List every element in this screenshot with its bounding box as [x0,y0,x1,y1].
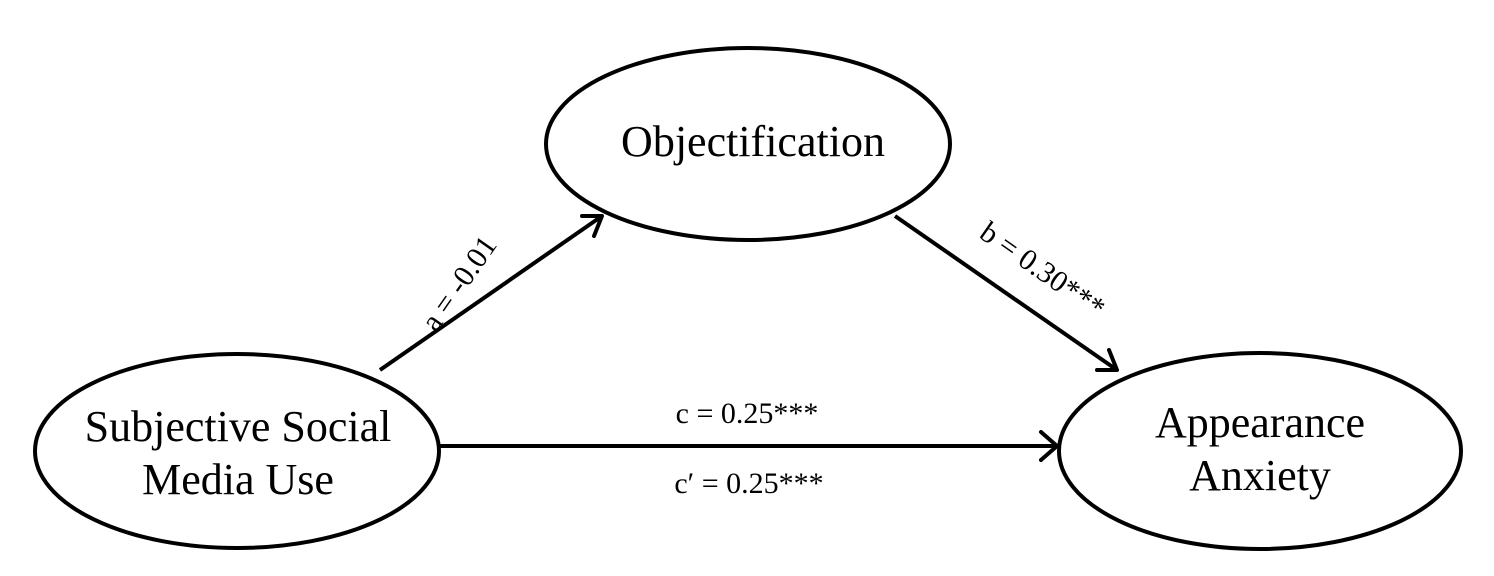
node-predictor-label-line1: Subjective Social [85,402,392,451]
path-a-arrow [378,214,604,372]
node-objectification-label: Objectification [621,117,885,166]
node-predictor-label-line2: Media Use [142,455,334,504]
node-subjective-social-media-use: Subjective Social Media Use [33,352,441,550]
path-b-arrow [893,214,1119,372]
path-c-arrow [437,430,1059,462]
node-outcome-label-line2: Anxiety [1189,451,1331,500]
path-b-label: b = 0.30*** [974,215,1111,325]
path-c-prime-label: c′ = 0.25*** [674,467,823,500]
path-c-label: c = 0.25*** [676,397,819,430]
node-outcome-label-line1: Appearance [1155,398,1365,447]
path-a-label: a = -0.01 [415,230,504,337]
node-appearance-anxiety: Appearance Anxiety [1057,351,1463,551]
node-objectification: Objectification [544,46,952,242]
